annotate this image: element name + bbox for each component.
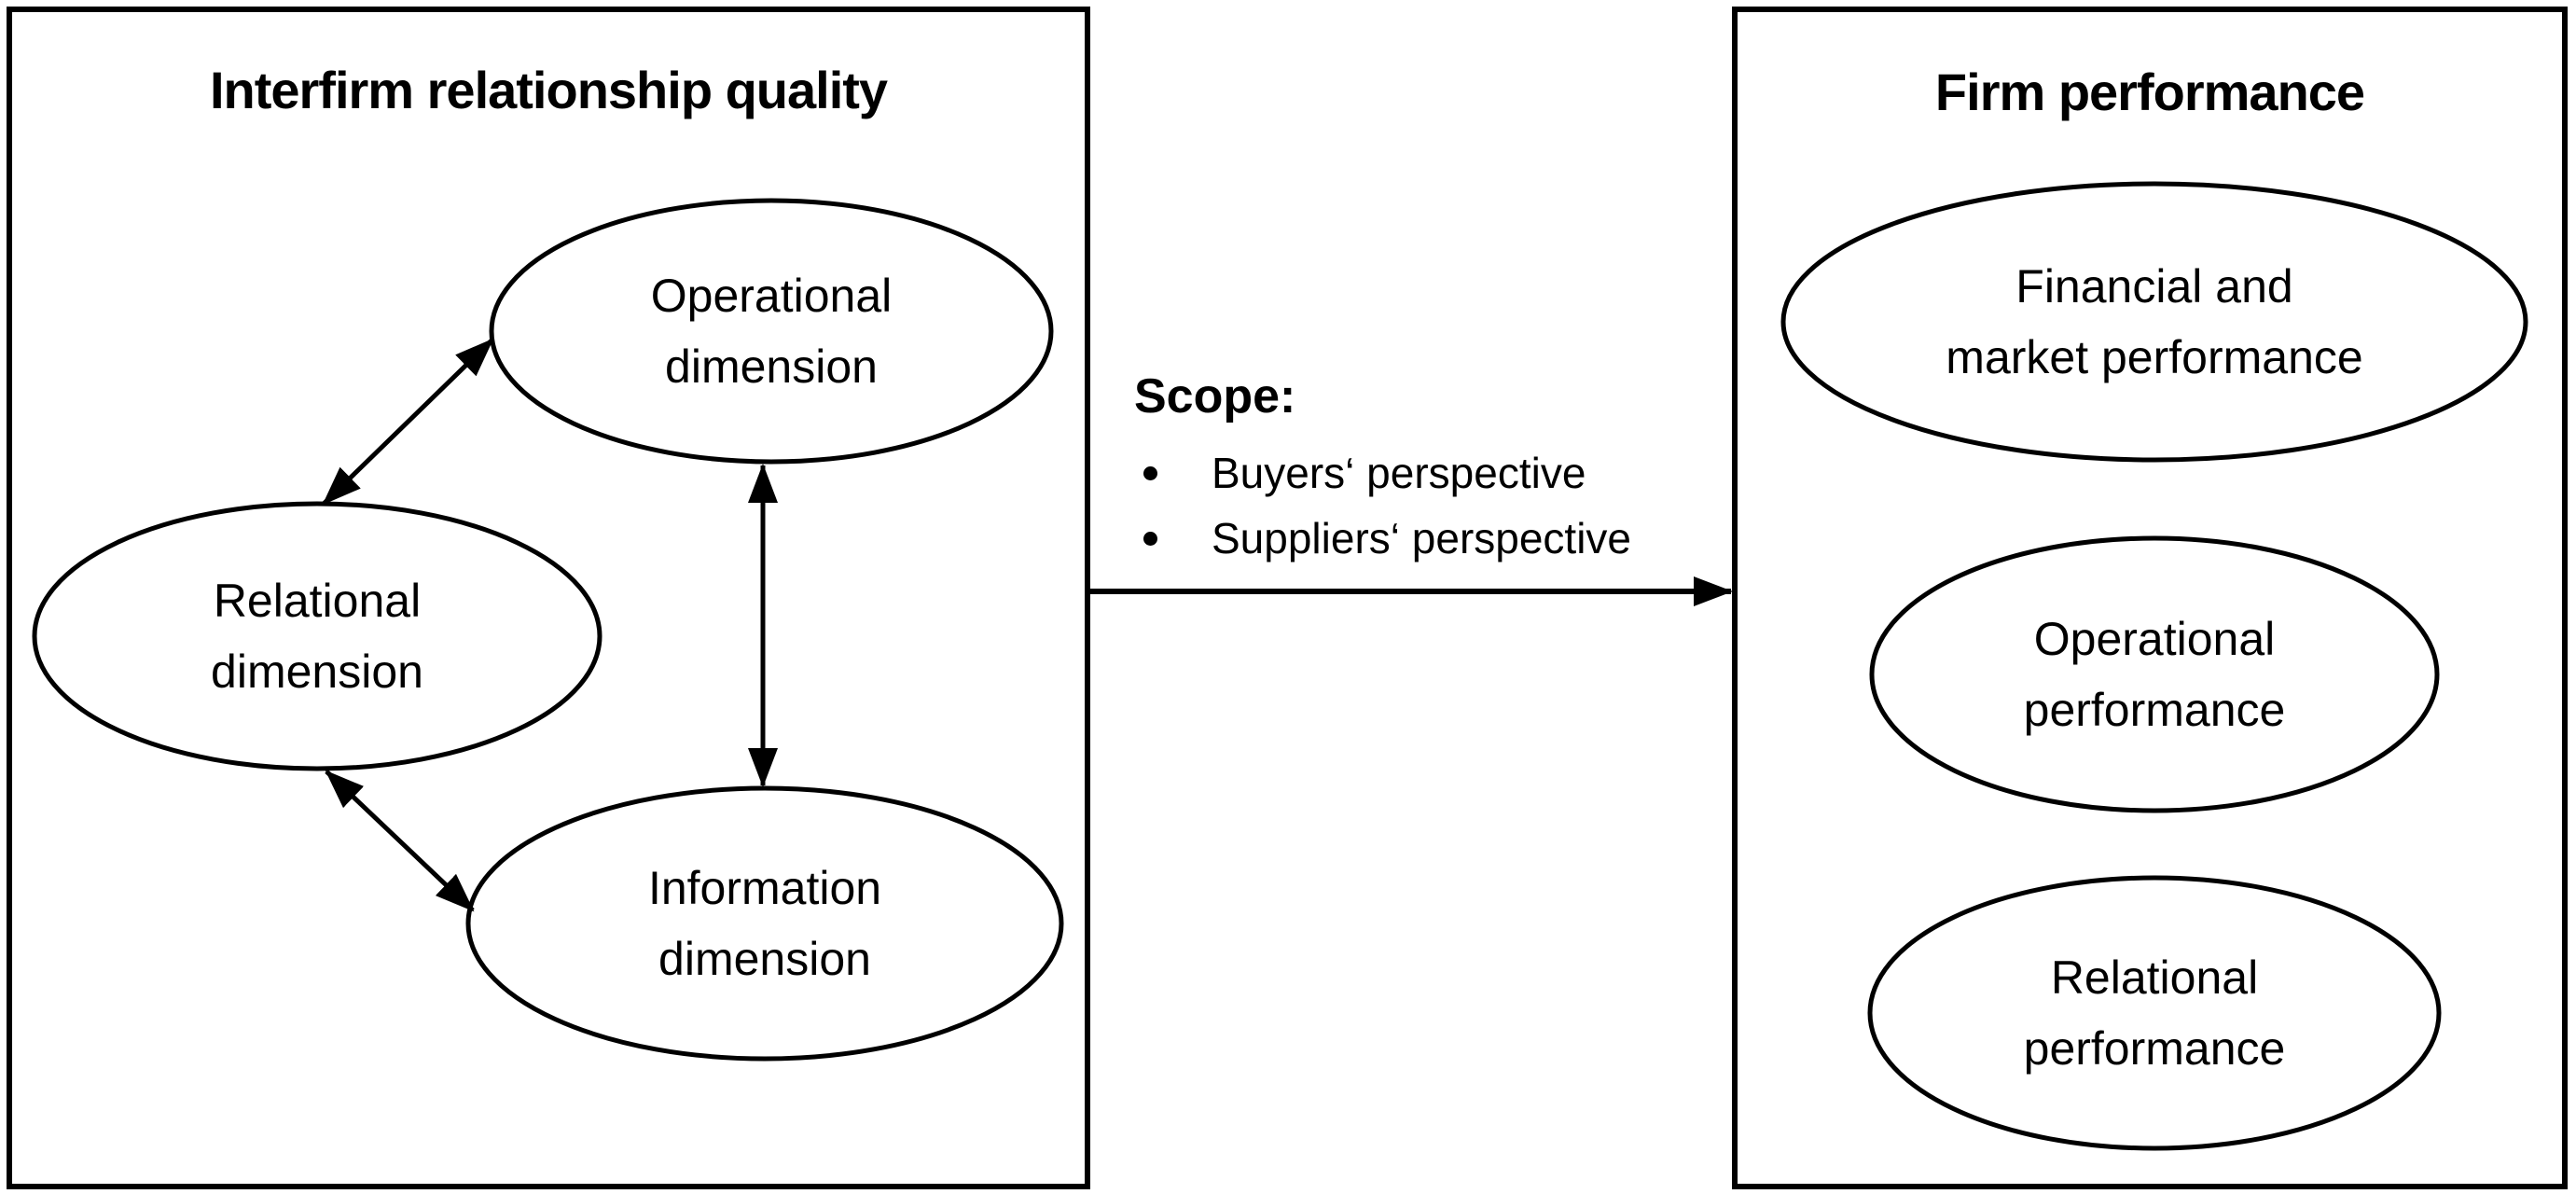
arrow-relational-operational xyxy=(322,338,494,506)
arrow-relational-information xyxy=(325,770,475,912)
right-box-title: Firm performance xyxy=(1934,62,2365,121)
label-relational-performance: Relational performance xyxy=(1875,877,2434,1149)
ellipse-relational-dimension xyxy=(32,501,602,771)
label-information-dimension: Information dimension xyxy=(485,788,1045,1059)
ellipse-financial-market-performance xyxy=(1780,181,2528,463)
scope-item-text: Buyers‘ perspective xyxy=(1212,449,1586,497)
label-line: Relational xyxy=(2050,951,2259,1004)
scope-title: Scope: xyxy=(1134,369,1296,423)
label-line: performance xyxy=(2023,684,2286,736)
left-box-outline xyxy=(7,7,1090,1189)
left-box-title: Interfirm relationship quality xyxy=(209,61,888,119)
label-operational-performance: Operational performance xyxy=(1875,538,2434,811)
scope-item-text: Suppliers‘ perspective xyxy=(1212,514,1632,562)
ellipse-operational-dimension xyxy=(489,198,1054,465)
label-financial-market-performance: Financial and market performance xyxy=(1783,184,2526,460)
ellipse-information-dimension xyxy=(465,785,1064,1062)
label-line: dimension xyxy=(211,646,423,698)
label-line: Operational xyxy=(2033,613,2276,665)
label-line: dimension xyxy=(658,933,871,985)
ellipse-relational-performance xyxy=(1867,875,2442,1151)
label-line: performance xyxy=(2023,1022,2286,1075)
label-operational-dimension: Operational dimension xyxy=(492,201,1051,462)
scope-item-suppliers: Suppliers‘ perspective xyxy=(1134,506,1750,571)
label-relational-dimension: Relational dimension xyxy=(37,504,597,769)
label-line: dimension xyxy=(665,340,878,393)
label-line: Information xyxy=(647,862,882,914)
bullet-icon xyxy=(1143,465,1157,480)
label-line: market performance xyxy=(1946,331,2363,383)
label-line: Relational xyxy=(213,575,422,627)
scope-block: Scope: Buyers‘ perspective Suppliers‘ pe… xyxy=(1134,366,1750,571)
right-box-outline xyxy=(1732,7,2568,1189)
label-line: Operational xyxy=(650,270,893,322)
ellipse-operational-performance xyxy=(1869,535,2440,813)
scope-item-buyers: Buyers‘ perspective xyxy=(1134,440,1750,506)
label-line: Financial and xyxy=(2015,260,2293,312)
bullet-icon xyxy=(1143,531,1157,546)
